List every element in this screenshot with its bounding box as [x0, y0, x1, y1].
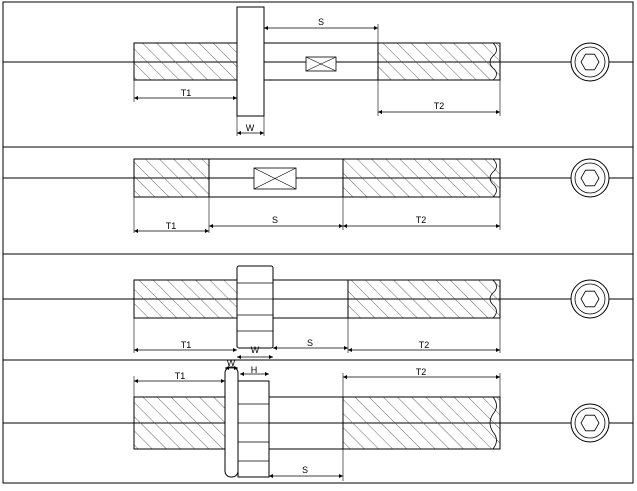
- row-4-t1-label: T1: [175, 371, 186, 381]
- row-3-t1-label: T1: [181, 340, 192, 350]
- row-1-w-label: W: [246, 123, 255, 133]
- row-1-plate: [236, 6, 265, 117]
- row-2-s-label: S: [272, 215, 278, 225]
- row-1-left-part: [133, 42, 238, 81]
- row-3-t2-label: T2: [419, 340, 430, 350]
- row-4-hex-bolt-icon: [570, 403, 610, 443]
- row-1-t1-label: T1: [181, 88, 192, 98]
- row-3-w-label: W: [251, 345, 260, 355]
- row-4-left-part: [133, 396, 226, 450]
- row-4: W H T1 T2 S: [3, 358, 633, 481]
- row-3-right-part: [347, 279, 501, 319]
- row-3-break-line: [489, 279, 497, 319]
- row-3-s-label: S: [307, 338, 313, 348]
- row-1-s-label: S: [318, 17, 324, 27]
- row-4-w-label: W: [227, 358, 236, 368]
- row-1: S T1 T2 W: [3, 6, 633, 148]
- row-4-h-label: H: [251, 365, 258, 375]
- row-2-t1-label: T1: [166, 221, 177, 231]
- row-1-break-line: [489, 42, 497, 81]
- row-2-left-part: [133, 158, 210, 198]
- row-2: T1 S T2: [3, 158, 633, 255]
- row-3-left-part: [133, 279, 238, 319]
- row-2-marker-box: [253, 167, 297, 190]
- row-2-right-part: [342, 158, 501, 198]
- row-2-t2-label: T2: [416, 215, 427, 225]
- row-2-break-line: [489, 158, 497, 198]
- row-3-segmented-plate: [236, 265, 274, 349]
- row-4-break-line: [489, 396, 497, 450]
- row-1-right-part: [377, 42, 501, 81]
- row-4-washer: [224, 366, 239, 478]
- row-2-hex-bolt-icon: [570, 158, 610, 198]
- row-3: T1 W S T2: [3, 265, 633, 361]
- row-4-right-part: [342, 396, 501, 450]
- row-4-s-label: S: [302, 465, 308, 475]
- row-4-segmented-plate: [237, 380, 270, 478]
- outer-frame: [2, 1, 634, 484]
- row-4-t2-label: T2: [416, 367, 427, 377]
- row-3-hex-bolt-icon: [570, 279, 610, 319]
- row-1-hex-bolt-icon: [570, 42, 610, 82]
- row-1-marker-box: [305, 56, 337, 72]
- row-1-t2-label: T2: [434, 101, 445, 111]
